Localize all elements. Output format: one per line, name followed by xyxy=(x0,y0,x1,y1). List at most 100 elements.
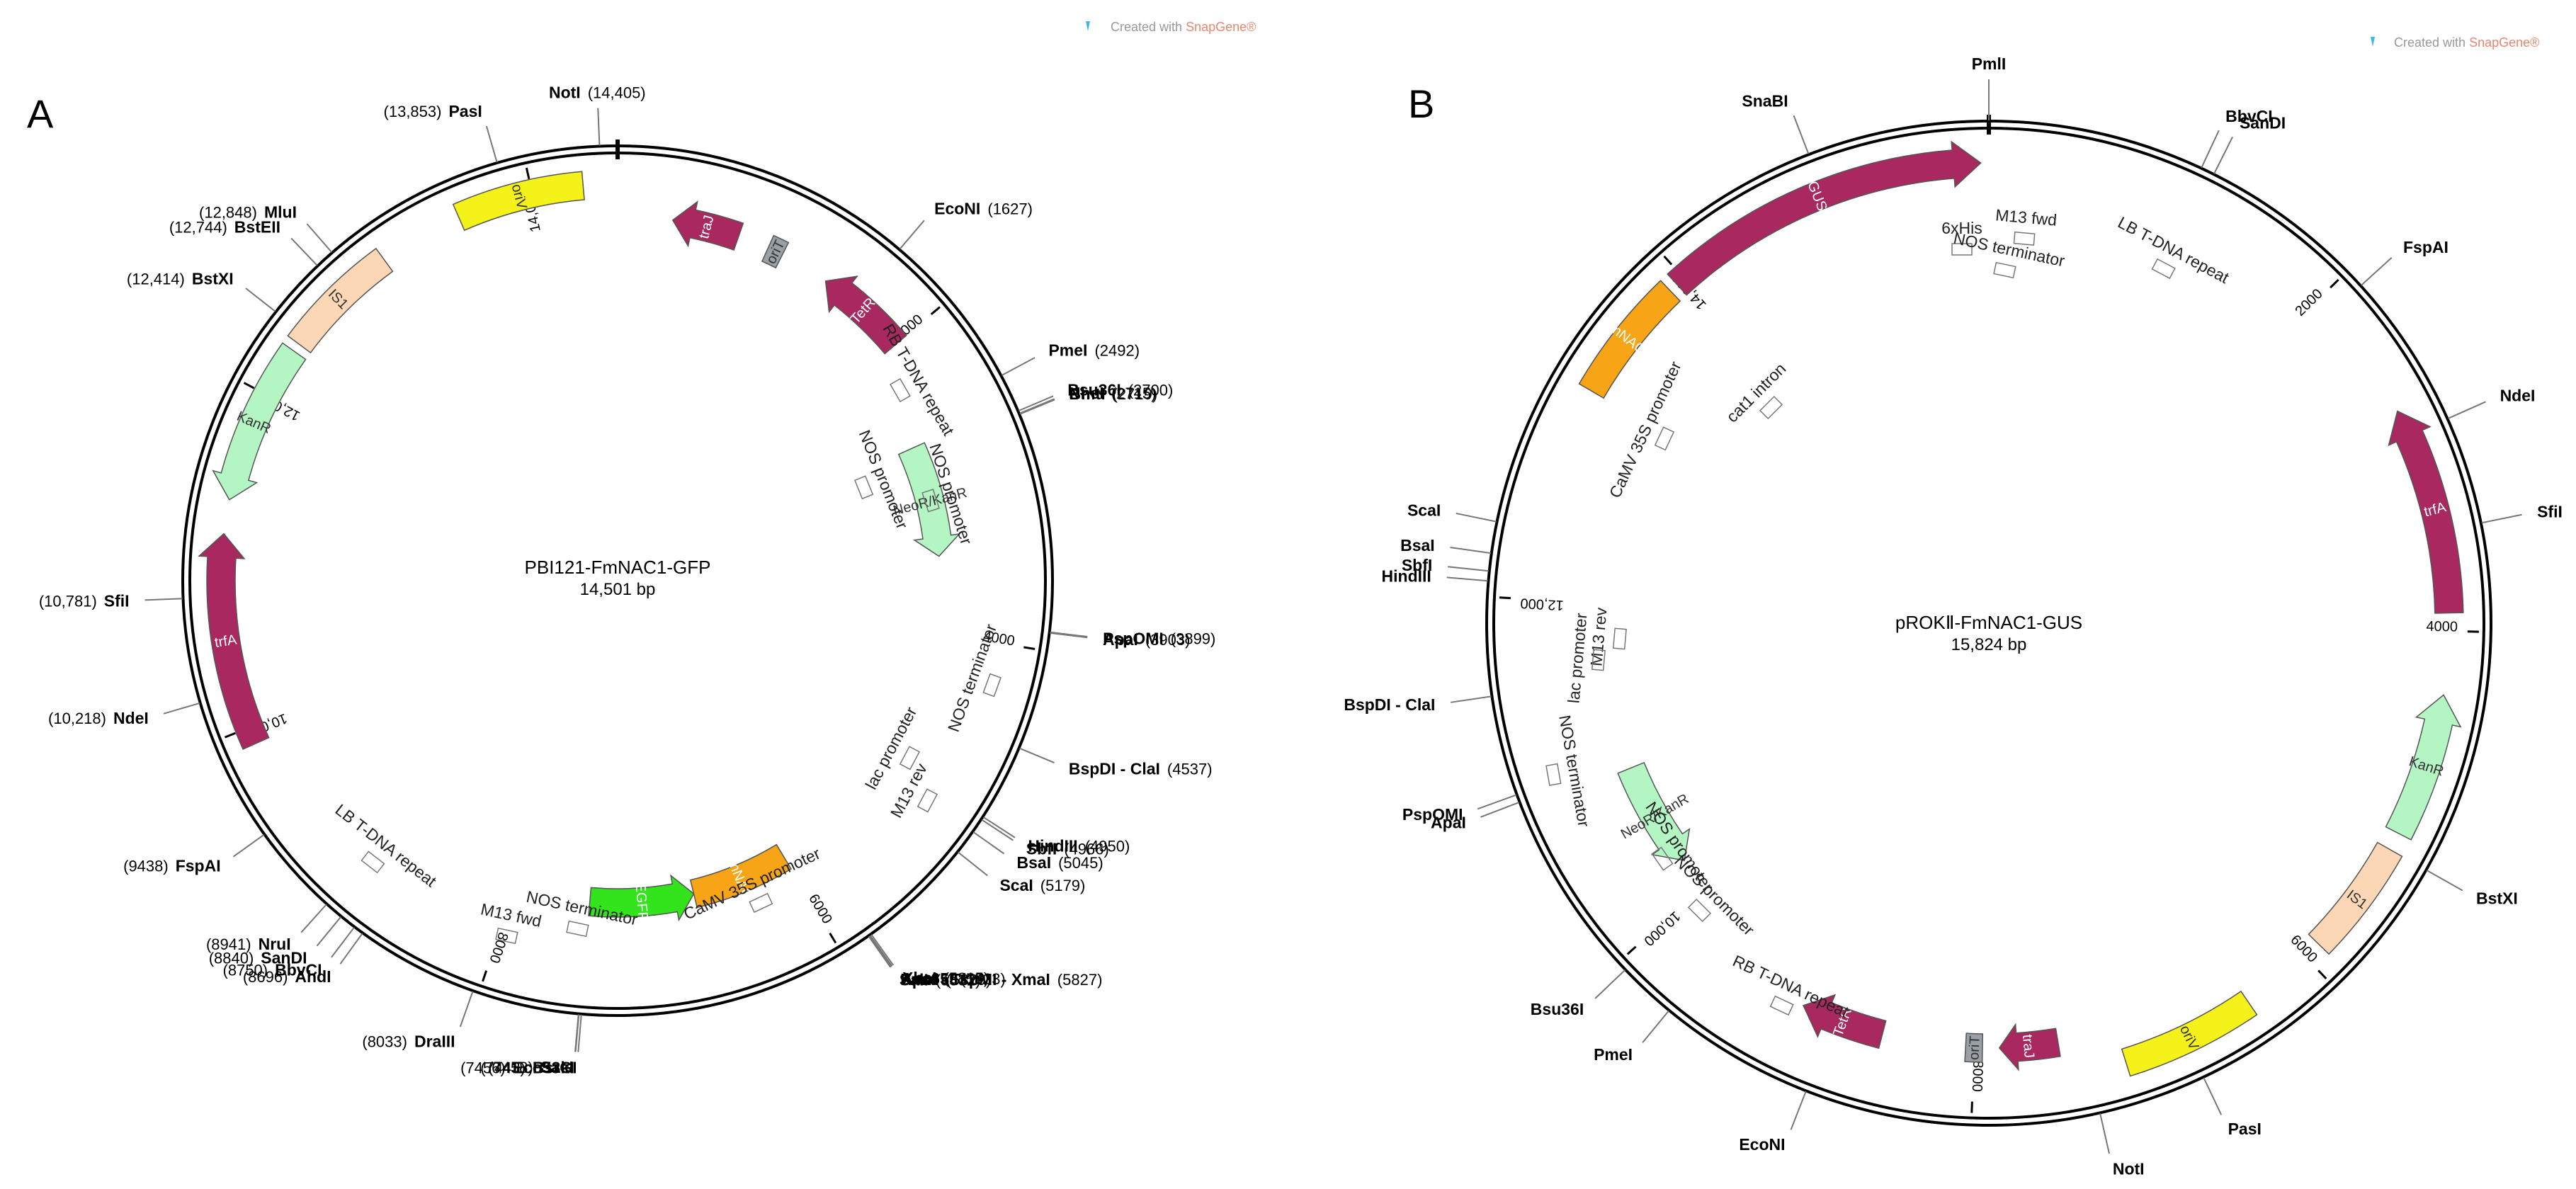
site-leader xyxy=(459,991,474,1028)
feature-oriv xyxy=(452,171,585,232)
tick-label: 8000 xyxy=(1969,1060,1986,1092)
site-name: NheI xyxy=(1069,384,1104,402)
annotation-label: RB T-DNA repeat xyxy=(879,321,958,439)
site-leader xyxy=(163,702,200,715)
watermark-prefix: Created with xyxy=(1111,20,1186,34)
tick-mark xyxy=(2317,969,2327,980)
site-name: PasI xyxy=(2228,1120,2262,1138)
site-leader xyxy=(868,935,892,968)
site-name: PmlI xyxy=(1972,55,2007,73)
site-leader xyxy=(958,851,988,877)
feature-trfa xyxy=(198,533,270,750)
site-name: ScaI xyxy=(999,876,1033,894)
site-leader xyxy=(2099,1113,2110,1154)
restriction-site-label: PasI xyxy=(2228,1120,2262,1138)
site-name: PasI xyxy=(448,102,482,120)
site-leader xyxy=(306,223,332,253)
tick-label: 2000 xyxy=(2293,286,2326,319)
restriction-site-label: (8696)AhdI xyxy=(243,967,331,986)
annotation-marker xyxy=(1612,627,1627,650)
feature-fmnac1 xyxy=(689,843,792,909)
annotation-marker xyxy=(2013,231,2036,246)
site-leader xyxy=(577,1014,582,1052)
restriction-site-label: (12,414)BstXI xyxy=(127,269,234,288)
plasmid-size: 15,824 bp xyxy=(1951,635,2027,654)
site-name: SbfI xyxy=(1402,556,1432,574)
site-leader xyxy=(1642,1010,1669,1043)
restriction-site-label: ScaI(5179) xyxy=(999,876,1085,894)
site-name: HindIII xyxy=(1382,567,1431,586)
restriction-site-label: SanDI xyxy=(2240,114,2286,132)
restriction-site-label: SmaI(5829) xyxy=(900,970,992,989)
site-position: (9438) xyxy=(123,858,169,875)
site-name: BstEII xyxy=(234,217,280,236)
site-name: NotI xyxy=(2113,1159,2145,1178)
site-leader xyxy=(2201,130,2220,169)
site-position: (3899) xyxy=(1171,630,1216,648)
site-leader xyxy=(870,934,895,966)
annotation-marker xyxy=(853,475,874,500)
restriction-site-label: (8033)DraIII xyxy=(362,1032,455,1051)
site-name: BstXI xyxy=(192,269,234,288)
site-name: SalI xyxy=(900,971,929,989)
annotation-label: NOS promoter xyxy=(1671,852,1758,939)
site-position: (5832) xyxy=(936,972,981,989)
site-layer: PmlIBbvCISanDIFspAINdeISfiIBstXIPasINotI… xyxy=(1344,55,2563,1178)
site-name: EcoNI xyxy=(934,199,980,217)
site-name: BsaI xyxy=(1400,536,1435,554)
site-leader xyxy=(869,935,893,967)
feature-neor-kanr xyxy=(897,442,961,557)
site-leader xyxy=(1793,115,1810,154)
site-leader xyxy=(1790,1091,1807,1130)
tick-mark xyxy=(2330,278,2339,289)
restriction-site-label: SbfI xyxy=(1402,556,1432,574)
site-position: (7456) xyxy=(460,1059,506,1076)
restriction-site-label: (12,744)BstEII xyxy=(169,217,280,236)
restriction-site-label: NotI(14,405) xyxy=(549,84,646,102)
restriction-site-label: (7443)BsrGI xyxy=(480,1059,577,1077)
site-leader xyxy=(1019,747,1055,764)
restriction-site-label: BspDI - ClaI xyxy=(1344,695,1435,714)
site-name: FspAI xyxy=(2403,238,2449,256)
annotation-marker xyxy=(2151,258,2176,280)
annotation-marker xyxy=(1769,995,1794,1016)
annotation-label: NOS terminator xyxy=(1952,229,2067,271)
site-name: SbfI xyxy=(1026,840,1057,858)
site-position: (2700) xyxy=(1128,382,1174,399)
site-name: SnaBI xyxy=(1742,92,1788,110)
annotation-label: LB T-DNA repeat xyxy=(332,800,441,891)
site-name: BsaI xyxy=(1017,853,1052,872)
site-position: (8750) xyxy=(223,961,268,979)
tick-mark xyxy=(829,933,837,944)
site-name: SmaI xyxy=(900,970,939,989)
feature-tetr xyxy=(824,275,907,355)
site-position: (5823) xyxy=(960,970,1006,988)
restriction-site-label: Bsu36I(2700) xyxy=(1067,381,1173,399)
feature-gus xyxy=(1667,140,1982,296)
site-name: NdeI xyxy=(113,709,149,727)
tick-mark xyxy=(525,167,530,179)
restriction-site-label: Bsu36I xyxy=(1531,1000,1584,1018)
site-position: (8033) xyxy=(362,1033,407,1051)
site-name: SanDI xyxy=(2240,114,2286,132)
site-name: FspAI xyxy=(176,857,221,875)
feature-orit xyxy=(1964,1032,1984,1063)
site-name: BbvCI xyxy=(275,960,322,979)
annotation-marker xyxy=(917,788,938,813)
restriction-site-label: (12,848)MluI xyxy=(199,203,297,222)
site-leader xyxy=(245,288,276,312)
site-position: (7443) xyxy=(480,1059,526,1077)
restriction-site-label: PspOMI(3899) xyxy=(1103,630,1215,648)
site-leader xyxy=(1019,399,1055,415)
site-name: BmtI xyxy=(1069,385,1105,403)
site-position: (2492) xyxy=(1094,342,1140,360)
site-position: (4537) xyxy=(1167,761,1213,778)
site-leader xyxy=(1480,802,1520,818)
tick-mark xyxy=(224,732,236,739)
site-leader xyxy=(899,220,925,250)
site-leader xyxy=(2213,136,2233,174)
snapgene-logo-icon xyxy=(1086,21,1090,31)
annotation-marker xyxy=(921,489,940,513)
site-name: PspOMI xyxy=(1402,805,1463,824)
